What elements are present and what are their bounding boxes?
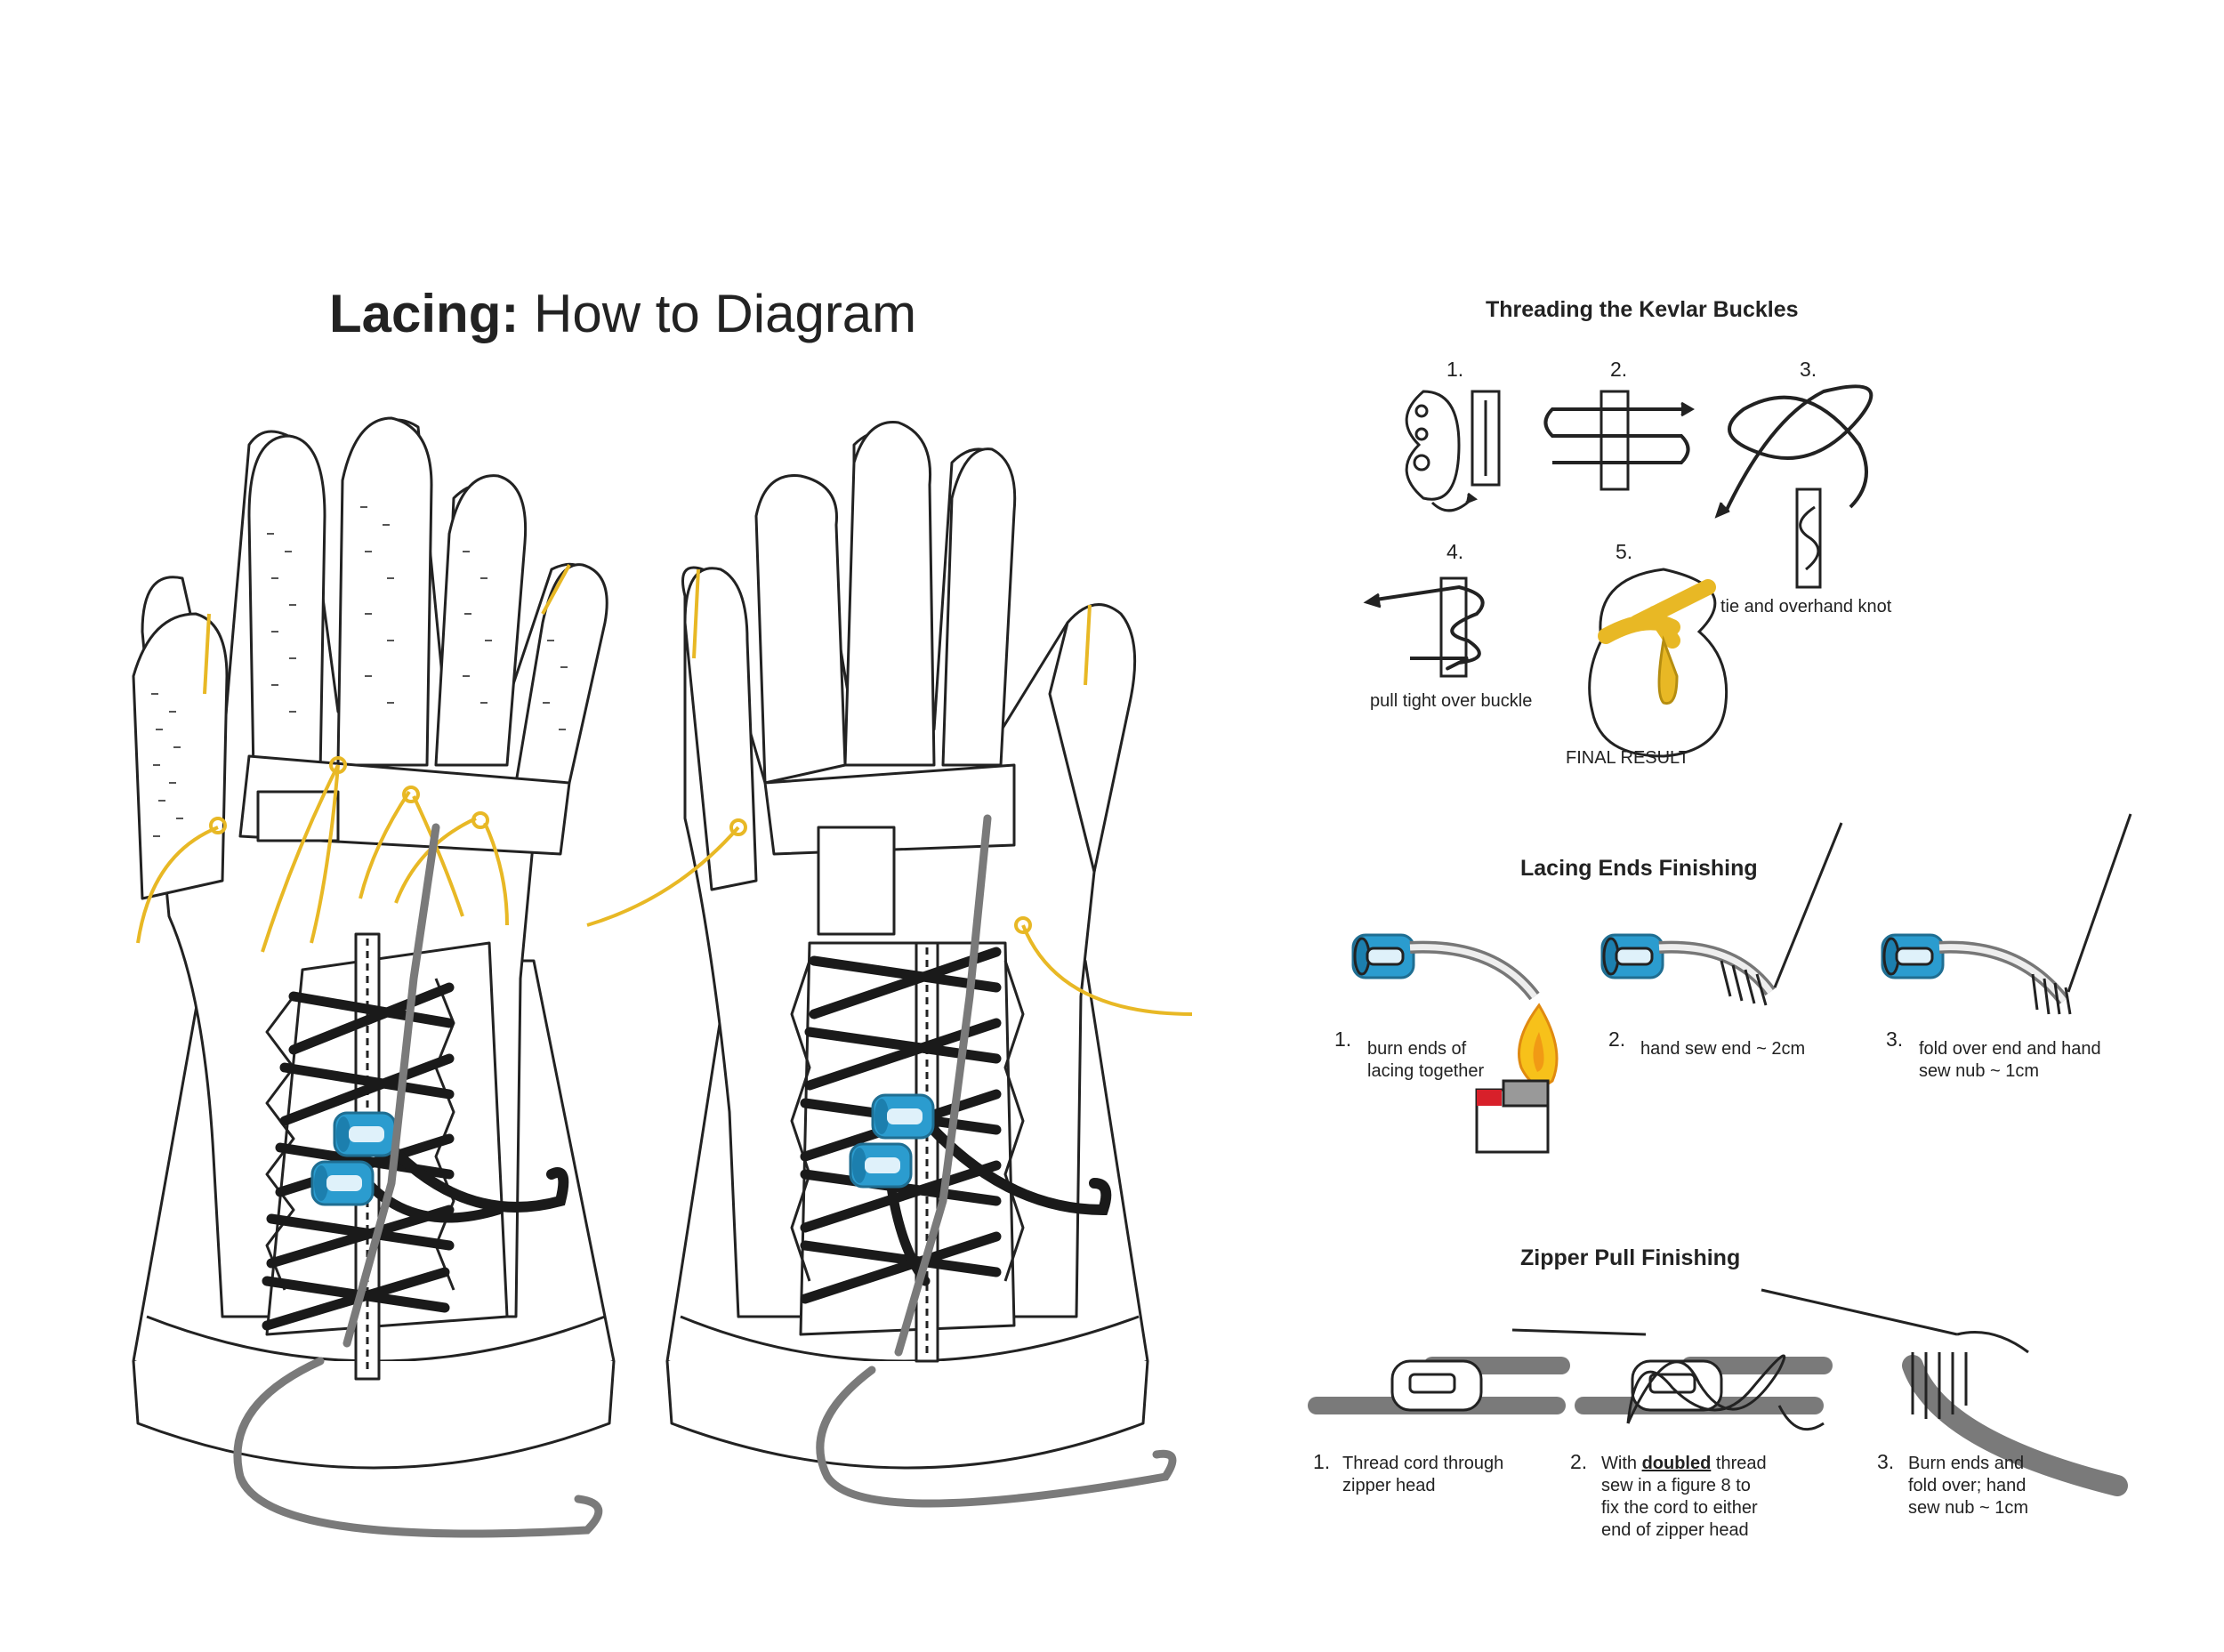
cord-lock-icon [1351, 933, 1415, 979]
left-middle-finger [336, 416, 433, 767]
final-buckle-icon [1588, 568, 1728, 758]
lacing-ends-heading: Lacing Ends Finishing [1520, 856, 1758, 881]
right-cord-lock-upper [871, 1093, 935, 1140]
kevlar-step-3-number: 3. [1800, 358, 1817, 381]
left-ring-finger [434, 474, 528, 767]
right-zipper-cord [816, 814, 1177, 1508]
kevlar-buckle-steps [1363, 384, 1873, 758]
lacing-ends-steps [1351, 813, 2132, 1154]
kevlar-tie-caption: tie and overhand knot [1720, 597, 1892, 616]
kevlar-step-2-number: 2. [1610, 358, 1628, 381]
left-glove-cuff-end [132, 1360, 616, 1470]
left-cord-lock-upper [333, 1111, 397, 1157]
left-glove-illustration [132, 416, 616, 1470]
lacing-ends-step-3-number: 3. [1886, 1027, 1904, 1051]
left-thumb [132, 612, 229, 900]
zipper-pull-heading: Zipper Pull Finishing [1520, 1245, 1741, 1270]
zipper-step-3-number: 3. [1877, 1450, 1895, 1473]
left-pinky-finger [514, 563, 608, 785]
left-glove-perforations [151, 506, 568, 837]
lacing-ends-step-2-caption: hand sew end ~ 2cm [1640, 1039, 1806, 1059]
figure8-buckle-icon [1405, 390, 1461, 501]
page-title: Lacing: How to Diagram [329, 284, 917, 343]
zipper-step-1-number: 1. [1313, 1450, 1331, 1473]
kevlar-step-4-number: 4. [1446, 540, 1464, 563]
right-index-finger [754, 474, 847, 785]
right-kevlar-threads [586, 568, 1193, 1016]
right-middle-finger [843, 421, 936, 767]
right-cord-lock-lower [849, 1142, 913, 1189]
kevlar-section-heading: Threading the Kevlar Buckles [1486, 297, 1799, 322]
kevlar-pull-caption: pull tight over buckle [1370, 691, 1533, 711]
left-cord-lock-lower [310, 1160, 375, 1206]
right-thumb [683, 567, 758, 891]
left-index-finger [247, 434, 326, 776]
lacing-ends-step-2-number: 2. [1608, 1027, 1626, 1051]
right-pinky-finger [1048, 603, 1137, 874]
left-zipper-cord [233, 823, 603, 1538]
needle-icon [1773, 822, 1843, 988]
kevlar-step-5-number: 5. [1616, 540, 1633, 563]
right-ring-finger [941, 447, 1017, 767]
right-glove-cuff-end [665, 1360, 1149, 1470]
lacing-ends-step-1-number: 1. [1334, 1027, 1352, 1051]
zipper-step-2-number: 2. [1570, 1450, 1588, 1473]
left-kevlar-threads [136, 564, 571, 953]
zipper-pull-steps [1308, 1288, 2128, 1496]
kevlar-step-1-number: 1. [1446, 358, 1464, 381]
kevlar-final-caption: FINAL RESULT [1566, 748, 1689, 768]
